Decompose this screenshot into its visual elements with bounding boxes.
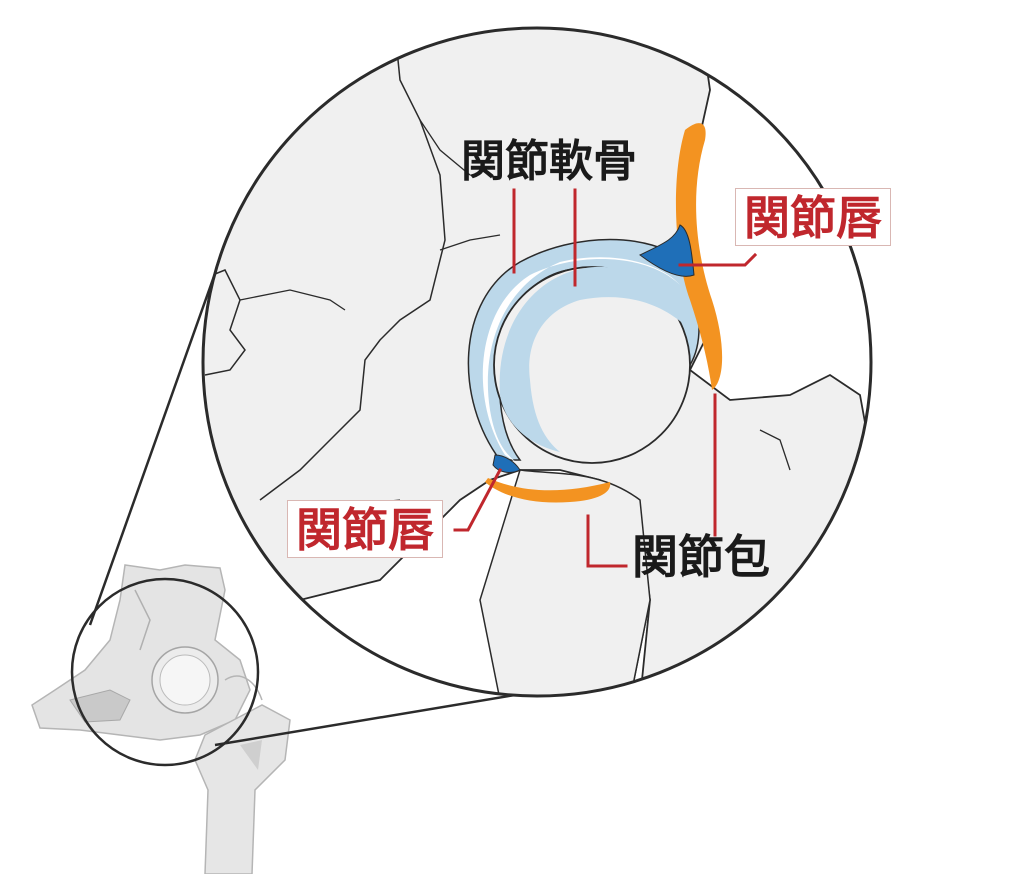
magnifier-circle — [201, 26, 873, 698]
femoral-cartilage — [499, 266, 690, 452]
label-labrum-upper: 関節唇 — [735, 188, 891, 246]
joint-capsule-lower — [485, 478, 611, 503]
overview-magnifier-circle — [70, 577, 260, 767]
label-joint-capsule: 関節包 — [632, 530, 770, 584]
label-articular-cartilage: 関節軟骨 — [461, 136, 637, 187]
overview-pelvis — [31, 564, 251, 741]
labrum-upper — [639, 224, 695, 277]
leader-lines — [453, 188, 758, 568]
label-labrum-lower: 関節唇 — [287, 500, 443, 558]
zoom-connector-upper — [88, 264, 220, 626]
zoom-connector-lower — [214, 693, 516, 747]
labrum-lower — [492, 454, 521, 473]
leader-labrum-upper — [678, 252, 758, 267]
leader-labrum-lower — [453, 467, 503, 532]
joint-capsule-upper — [675, 123, 723, 391]
overview-skeleton — [31, 564, 291, 874]
leader-capsule-bracket — [586, 514, 628, 568]
